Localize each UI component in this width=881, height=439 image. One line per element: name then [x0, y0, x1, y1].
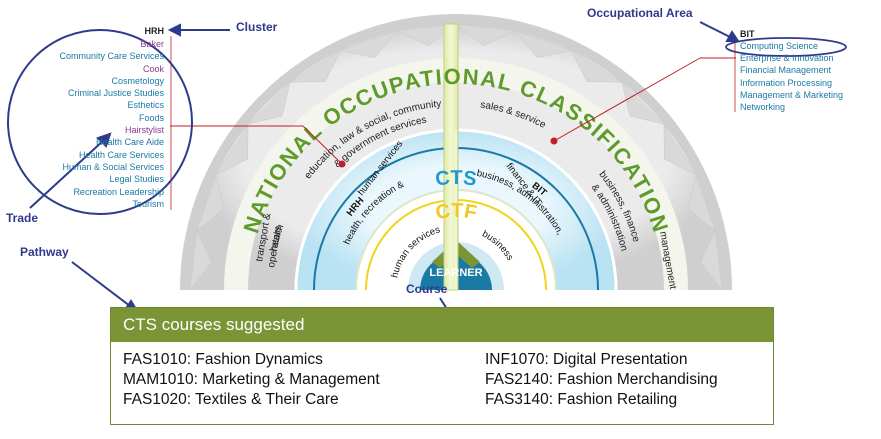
occupational-area-item: Computing Science: [740, 41, 819, 51]
cluster-item: Esthetics: [127, 100, 164, 111]
course-item: FAS3140: Fashion Retailing: [485, 391, 678, 408]
cluster-item: Health Care Aide: [95, 137, 164, 148]
cts-courses-panel: CTS courses suggested FAS1010: Fashion D…: [110, 307, 774, 425]
occupational-area-callout: Occupational Area: [587, 6, 693, 20]
course-item: INF1070: Digital Presentation: [485, 351, 688, 368]
cluster-item: Recreation Leadership: [73, 186, 164, 197]
rim-tick: [247, 81, 291, 125]
course-item: FAS2140: Fashion Merchandising: [485, 371, 718, 388]
pathway-arrow: [71, 261, 131, 307]
cluster-item: Baker: [140, 39, 164, 49]
trade-callout: Trade: [6, 211, 39, 225]
rim-tick: [570, 49, 623, 83]
course-callout: Course: [406, 282, 448, 296]
occupational-area-item: Management & Marketing: [740, 89, 844, 100]
occupational-area-item: Financial Management: [740, 65, 832, 76]
cluster-item: Health Care Services: [78, 149, 164, 160]
rim-tick: [189, 229, 212, 291]
bit-marker-dot: [550, 137, 558, 145]
course-item: MAM1010: Marketing & Management: [123, 371, 380, 388]
course-item: FAS1010: Fashion Dynamics: [123, 351, 323, 368]
cluster-callout: Cluster: [236, 20, 278, 34]
cluster-item: Foods: [138, 112, 164, 123]
rim-tick: [621, 81, 665, 125]
occupational-area-arrow: [699, 21, 733, 39]
computing-science-highlight: [725, 37, 847, 57]
occupational-area-code: BIT: [740, 29, 755, 39]
pathway-callout: Pathway: [20, 245, 69, 259]
rim-tick: [215, 123, 249, 176]
learner-beam: [443, 23, 459, 291]
cluster-highlight-circle: [7, 29, 193, 215]
cluster-item: Tourism: [132, 198, 164, 209]
cluster-item: Community Care Services: [59, 51, 164, 62]
rim-tick: [196, 173, 225, 232]
ctf-label: CTF: [434, 200, 478, 224]
hrh-marker-dot: [338, 160, 346, 168]
cluster-item: Legal Studies: [109, 174, 164, 185]
cluster-arrow-head-icon: [167, 23, 181, 37]
cluster-item: Human & Social Services: [62, 161, 164, 172]
occupational-area-item: Information Processing: [740, 77, 833, 88]
learner-label: LEARNER: [429, 267, 482, 279]
cluster-item: Criminal Justice Studies: [67, 88, 164, 99]
occupational-area-item: Networking: [740, 102, 786, 113]
rim-ticks: [189, 23, 723, 291]
bit-connector-line: [553, 57, 701, 142]
rim-tick: [687, 173, 716, 232]
rim-tick: [663, 123, 697, 176]
title-band: [224, 58, 688, 290]
rim-tick: [395, 23, 457, 46]
occupational-area-item: Enterprise & Innovation: [740, 53, 834, 64]
cts-courses-title: CTS courses suggested: [111, 308, 773, 342]
rim-tick: [455, 23, 517, 46]
cluster-item: Hairstylist: [124, 125, 164, 136]
rim-tick: [289, 49, 342, 83]
rim-tick: [700, 229, 723, 291]
cluster-item: Cook: [142, 63, 164, 74]
trade-arrow-head-icon: [96, 132, 112, 148]
course-item: FAS1020: Textiles & Their Care: [123, 391, 339, 408]
cluster-item: Cosmetology: [111, 75, 164, 86]
rim-tick: [514, 30, 573, 59]
occupational-area-arrow-head-icon: [725, 30, 740, 42]
cts-label: CTS: [434, 167, 478, 191]
trade-arrow: [29, 139, 105, 209]
hrh-connector-line: [302, 125, 343, 165]
rim-tick: [339, 30, 398, 59]
cluster-code: HRH: [144, 26, 165, 36]
